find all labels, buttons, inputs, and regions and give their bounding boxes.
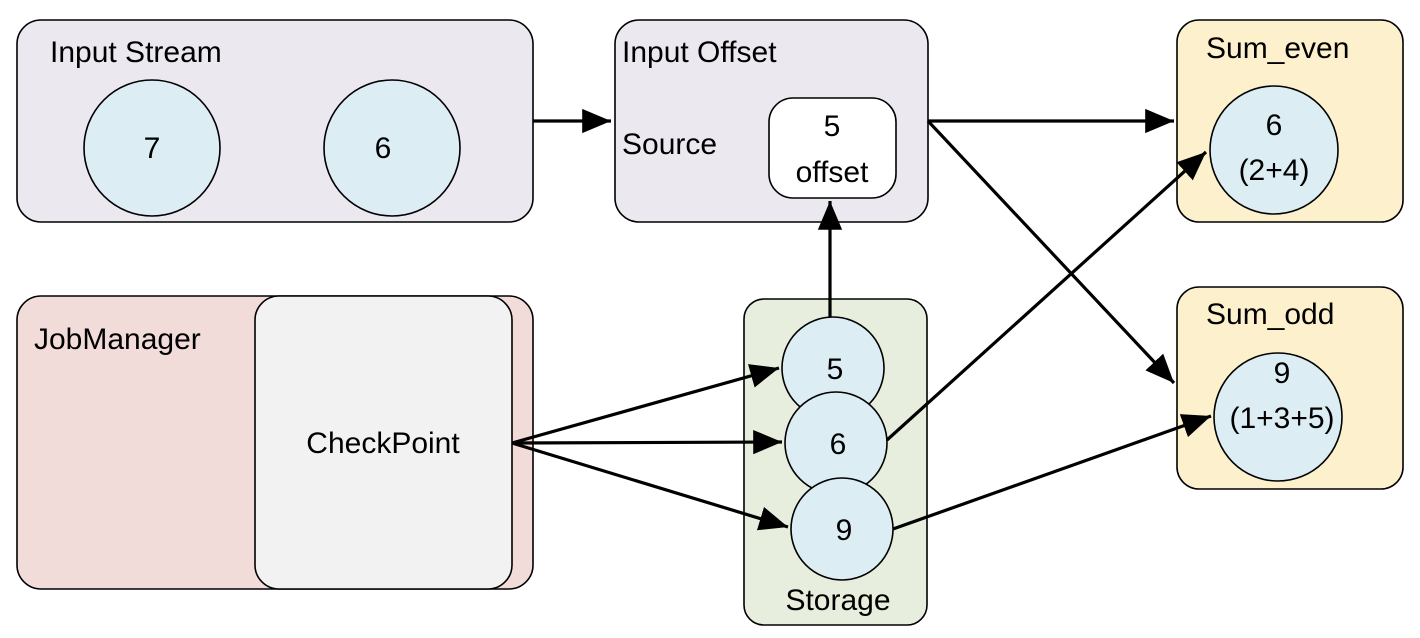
storage-item-5: 5 (827, 353, 844, 386)
sum-odd-expr: (1+3+5) (1229, 402, 1334, 435)
input-offset-title: Input Offset (622, 36, 777, 69)
sum-even-title: Sum_even (1206, 32, 1349, 65)
edge-checkpoint-to-storage-5 (511, 364, 780, 445)
stream-item-6: 6 (375, 132, 392, 165)
sum-even-circle (1209, 85, 1339, 215)
sum-even-value: 6 (1266, 109, 1283, 142)
edge-offset-to-sum-odd (926, 119, 1176, 385)
offset-value: 5 (824, 110, 841, 143)
offset-box (768, 97, 897, 199)
edge-storage-6-to-sum-even (885, 150, 1208, 442)
sum-odd-circle (1213, 352, 1343, 482)
storage-node: Storage 5 6 9 (743, 298, 928, 626)
source-label: Source (622, 128, 717, 161)
edge-storage-9-to-sum-odd (892, 414, 1212, 531)
edges (511, 108, 1212, 531)
storage-item-9: 9 (836, 514, 853, 547)
jobmanager-node: JobManager CheckPoint (16, 295, 534, 590)
input-stream-title: Input Stream (50, 36, 222, 69)
sum-even-expr: (2+4) (1239, 154, 1310, 187)
stream-item-circle-6 (323, 79, 461, 217)
sum-even-node: Sum_even 6 (2+4) (1176, 19, 1404, 223)
storage-title: Storage (785, 584, 890, 617)
stream-item-circle-7 (83, 79, 221, 217)
edge-checkpoint-to-storage-9 (511, 441, 789, 531)
checkpoint-label: CheckPoint (306, 427, 460, 460)
input-offset-node: Input Offset Source 5 offset (614, 19, 929, 223)
sum-odd-title: Sum_odd (1206, 298, 1334, 331)
edge-checkpoint-to-storage-6 (511, 429, 783, 455)
input-stream-node: Input Stream 7 6 (16, 19, 534, 223)
storage-item-6: 6 (830, 428, 847, 461)
jobmanager-title: JobManager (34, 323, 201, 356)
offset-label: offset (796, 156, 869, 189)
stream-item-7: 7 (144, 132, 161, 165)
sum-odd-node: Sum_odd 9 (1+3+5) (1176, 286, 1404, 490)
sum-odd-value: 9 (1274, 357, 1291, 390)
